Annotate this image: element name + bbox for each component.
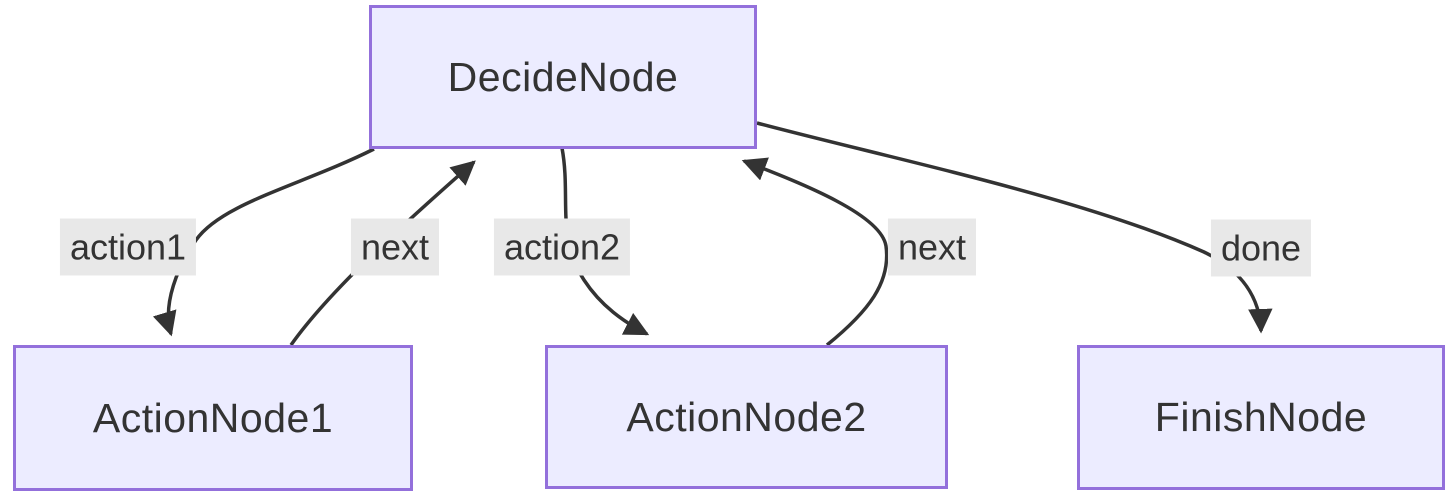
- node-action2-label: ActionNode2: [626, 393, 867, 440]
- edge-decide-to-finish: [756, 121, 1273, 334]
- node-action1: ActionNode1: [13, 345, 413, 491]
- node-decide-label: DecideNode: [447, 53, 679, 100]
- edge-label-done: done: [1210, 219, 1312, 277]
- edge-decide-to-action2: [560, 147, 650, 336]
- node-finish: FinishNode: [1077, 345, 1445, 490]
- node-action2: ActionNode2: [545, 345, 948, 489]
- edge-decide-to-action1: [152, 147, 375, 337]
- edge-label-next-1: next: [350, 218, 440, 276]
- node-decide: DecideNode: [369, 5, 757, 149]
- node-finish-label: FinishNode: [1154, 394, 1368, 440]
- edge-label-next-2: next: [887, 218, 977, 276]
- node-action1-label: ActionNode1: [92, 394, 334, 441]
- edge-label-action1: action1: [59, 218, 197, 276]
- edge-action2-to-decide: [741, 157, 889, 347]
- edge-label-action2: action2: [493, 218, 631, 276]
